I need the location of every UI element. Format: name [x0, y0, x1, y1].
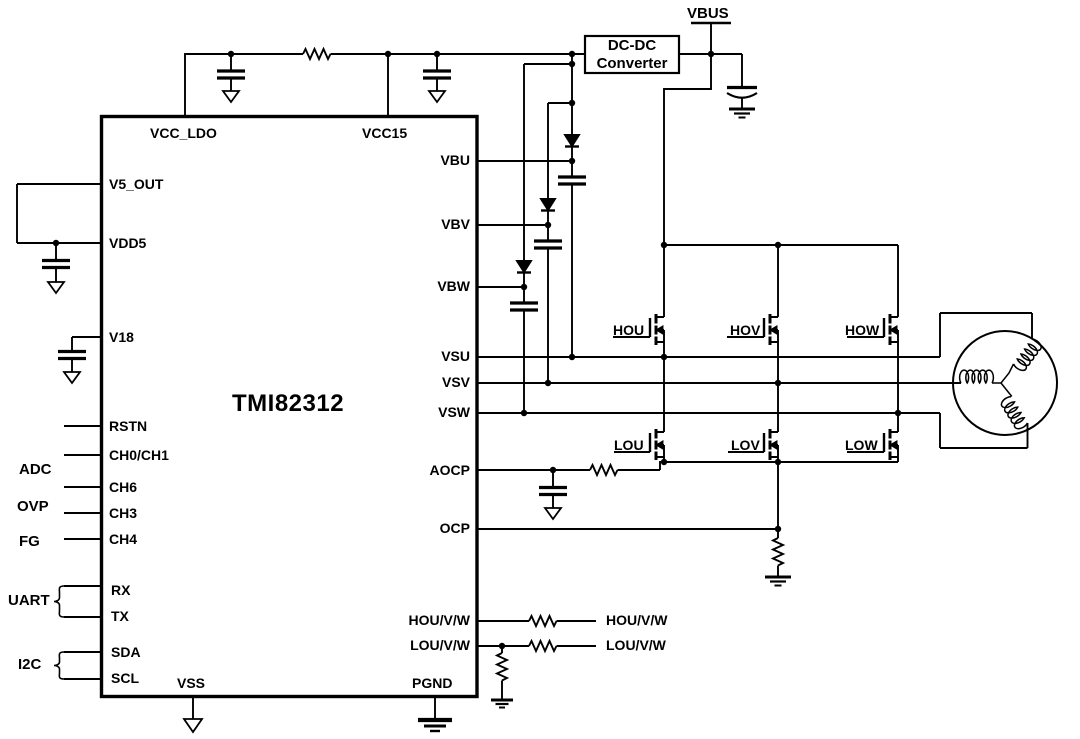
mosfet-hou [613, 314, 665, 357]
pin-label-ch6: CH6 [109, 479, 138, 495]
pin-label-pgnd: PGND [412, 675, 453, 691]
capacitor [539, 485, 567, 497]
power-bridge [613, 244, 899, 463]
pin-label-vsw: VSW [438, 404, 470, 420]
pin-label-vss: VSS [177, 675, 206, 691]
pin-label-ch3: CH3 [109, 505, 138, 521]
diode [539, 198, 557, 212]
pin-label-vbv: VBV [441, 216, 470, 232]
motor-coil-w [1000, 395, 1029, 430]
net-label-vbus: VBUS [687, 5, 729, 22]
vbus-network [583, 21, 758, 245]
interface-label-adc: ADC [19, 461, 52, 478]
pin-label-houvw: HOU/V/W [408, 612, 470, 628]
resistor [770, 537, 786, 567]
mosfet-lou [614, 357, 665, 462]
interface-label-i2c: I2C [18, 656, 42, 673]
resistor [494, 652, 510, 682]
resistor [589, 462, 619, 478]
fet-label-hov: HOV [730, 322, 761, 338]
pin-label-aocp: AOCP [429, 462, 470, 478]
pin-label-v5-out: V5_OUT [109, 176, 164, 192]
dcdc-converter-label: DC-DC Converter [585, 36, 679, 73]
i2c-brace [53, 651, 65, 680]
pin-label-vbw: VBW [437, 278, 470, 294]
motor-star-junction [992, 363, 1015, 397]
mosfet-low [847, 413, 899, 462]
pin-label-vsv: VSV [441, 374, 470, 390]
capacitor [558, 175, 586, 186]
pin-label-v18: V18 [109, 329, 134, 345]
capacitor [534, 239, 562, 250]
ground-arrow-icon [221, 90, 241, 104]
pin-label-rstn: RSTN [109, 418, 148, 434]
mosfet-hov [727, 314, 779, 383]
motor-coil-u [1012, 338, 1042, 372]
resistor [528, 638, 558, 654]
bridge-feed-wire [663, 54, 712, 245]
pin-label-vbu: VBU [440, 152, 470, 168]
mosfet-how [847, 314, 899, 413]
ground-arrow-icon [182, 718, 204, 734]
pin-label-ocp: OCP [439, 520, 470, 536]
pin-label-vsu: VSU [441, 348, 470, 364]
fet-label-how: HOW [845, 322, 880, 338]
diode [563, 134, 581, 148]
net-label-louvw: LOU/V/W [606, 637, 666, 653]
ic-name: TMI82312 [232, 390, 345, 417]
pin-label-scl: SCL [111, 670, 139, 686]
diode [515, 260, 533, 274]
ground-arrow-icon [46, 281, 66, 295]
dcdc-box [583, 34, 681, 75]
resistor [302, 46, 332, 62]
capacitor [217, 69, 451, 80]
motor-coil-v [958, 369, 995, 385]
capacitor [42, 258, 70, 270]
pin-label-louvw: LOU/V/W [410, 637, 470, 653]
left-network [16, 183, 103, 680]
top-supply-network [184, 46, 585, 116]
sense-network [182, 462, 791, 734]
pin-label-sda: SDA [111, 644, 141, 660]
mosfet-lov [728, 383, 779, 462]
dcdc-line1: DC-DC [607, 37, 657, 55]
pin-label-rx: RX [111, 582, 131, 598]
fet-label-lou: LOU [614, 437, 644, 453]
ground-arrow-icon [543, 507, 563, 521]
interface-label-ovp: OVP [17, 498, 49, 515]
bootstrap-network [510, 54, 586, 413]
fet-label-lov: LOV [731, 437, 760, 453]
phase-wires [476, 160, 1033, 654]
ground-arrow-icon [62, 371, 82, 385]
dcdc-line2: Converter [596, 54, 668, 72]
ground-arrow-icon [427, 90, 447, 104]
interface-label-fg: FG [19, 533, 40, 550]
uart-brace [53, 585, 65, 618]
pin-label-vcc15: VCC15 [362, 125, 408, 141]
fet-label-hou: HOU [613, 322, 645, 338]
pin-label-vdd5: VDD5 [109, 235, 147, 251]
pin-label-tx: TX [111, 608, 129, 624]
fet-label-low: LOW [845, 437, 878, 453]
interface-label-uart: UART [8, 592, 50, 609]
capacitor [58, 349, 86, 361]
net-label-houvw: HOU/V/W [606, 612, 668, 628]
pin-label-vcc-ldo: VCC_LDO [150, 125, 217, 141]
capacitor [510, 301, 538, 312]
resistor [528, 613, 558, 629]
pin-label-ch0-ch1: CH0/CH1 [109, 447, 169, 463]
motor-icon [952, 330, 1058, 436]
ic-outline [99, 114, 479, 699]
pin-label-ch4: CH4 [109, 531, 138, 547]
node-dots [52, 50, 902, 650]
